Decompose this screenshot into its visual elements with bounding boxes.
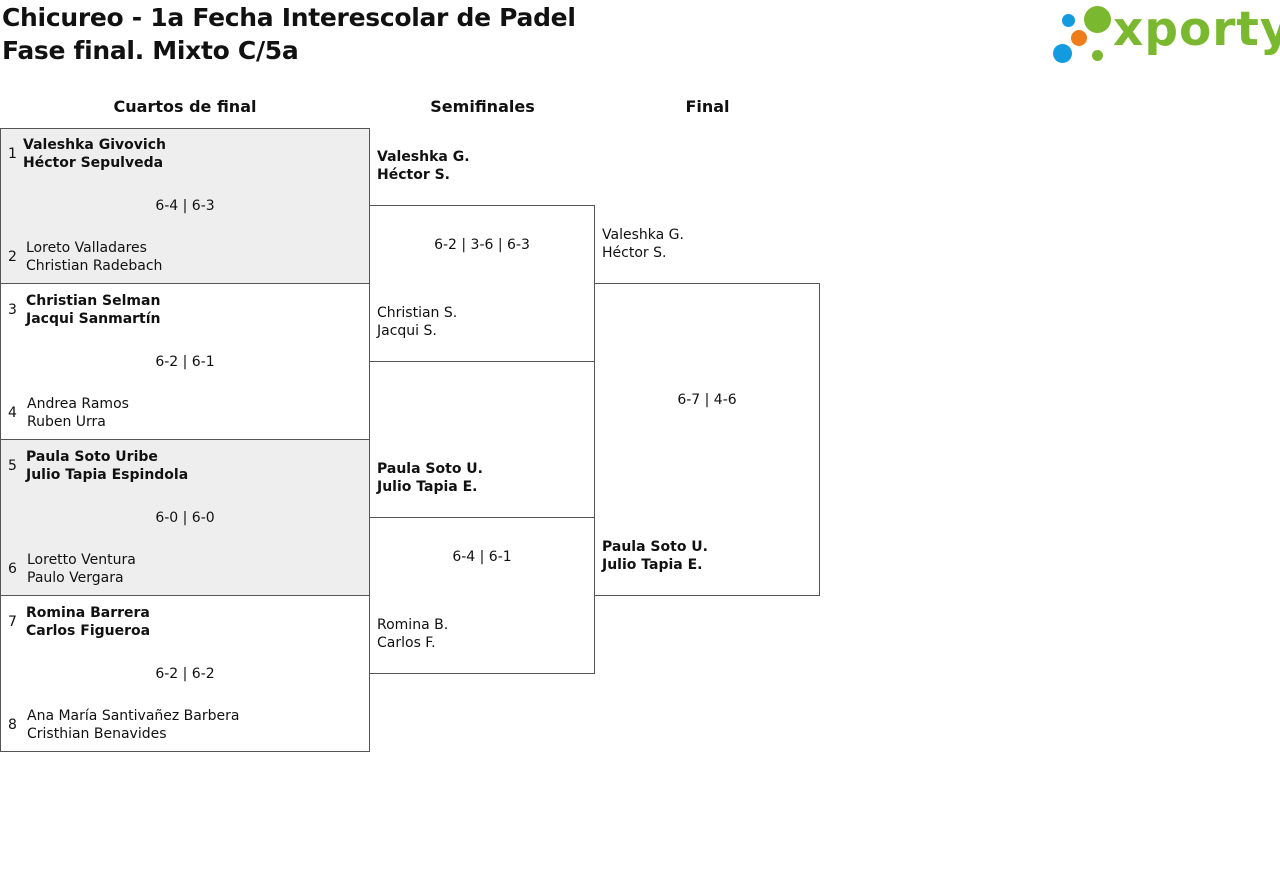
logo-wordmark: xporty (1113, 2, 1280, 57)
seed-number: 4 (8, 405, 17, 421)
player-name: Paula Soto U. (602, 539, 708, 555)
player-name: Julio Tapia E. (377, 479, 478, 495)
player-name: Héctor Sepulveda (23, 155, 164, 171)
semifinal-2-team-bottom[interactable]: Romina B. Carlos F. (377, 616, 448, 652)
team-bottom[interactable]: Loreto Valladares Christian Radebach (26, 239, 162, 275)
player-name: Ana María Santivañez Barbera (27, 708, 240, 724)
match-score: 6-7 | 4-6 (677, 392, 737, 408)
final-team-bottom[interactable]: Paula Soto U. Julio Tapia E. (602, 538, 708, 574)
match-score: 6-2 | 3-6 | 6-3 (434, 237, 530, 253)
seed-number: 3 (8, 302, 17, 318)
player-name: Valeshka G. (377, 149, 470, 165)
player-name: Jacqui Sanmartín (26, 311, 161, 327)
logo-dot-blue-large-icon (1053, 44, 1072, 63)
quarterfinal-match-2[interactable]: 3 Christian Selman Jacqui Sanmartín 6-2 … (0, 283, 370, 440)
player-name: Héctor S. (377, 167, 451, 183)
player-name: Paulo Vergara (27, 570, 124, 586)
seed-number: 1 (8, 146, 17, 162)
player-name: Loreto Valladares (26, 240, 147, 256)
logo-dot-orange-icon (1071, 30, 1087, 46)
player-name: Christian S. (377, 305, 458, 321)
player-name: Carlos F. (377, 635, 436, 651)
semifinal-match-1[interactable]: 6-2 | 3-6 | 6-3 Christian S. Jacqui S. (369, 205, 595, 362)
player-name: Andrea Ramos (27, 396, 129, 412)
xporty-logo[interactable]: xporty (1052, 2, 1280, 68)
seed-number: 8 (8, 717, 17, 733)
player-name: Christian Selman (26, 293, 161, 309)
seed-number: 5 (8, 458, 17, 474)
logo-dot-blue-small-icon (1062, 14, 1075, 27)
team-bottom[interactable]: Loretto Ventura Paulo Vergara (27, 551, 136, 587)
match-score: 6-4 | 6-3 (155, 198, 215, 214)
player-name: Romina Barrera (26, 605, 150, 621)
player-name: Romina B. (377, 617, 449, 633)
semifinal-match-2[interactable]: 6-4 | 6-1 Romina B. Carlos F. (369, 517, 595, 674)
quarterfinal-match-1[interactable]: 1 Valeshka Givovich Héctor Sepulveda 6-4… (0, 128, 370, 284)
logo-dot-green-small-icon (1092, 50, 1103, 61)
player-name: Ruben Urra (27, 414, 106, 430)
quarterfinal-match-3[interactable]: 5 Paula Soto Uribe Julio Tapia Espindola… (0, 439, 370, 596)
team-top[interactable]: Christian Selman Jacqui Sanmartín (26, 292, 161, 328)
player-name: Loretto Ventura (27, 552, 136, 568)
player-name: Jacqui S. (377, 323, 437, 339)
seed-number: 7 (8, 614, 17, 630)
round-header-semifinals: Semifinales (430, 97, 535, 116)
player-name: Paula Soto U. (377, 461, 483, 477)
match-score: 6-2 | 6-2 (155, 666, 215, 682)
team-top[interactable]: Paula Soto Uribe Julio Tapia Espindola (26, 448, 188, 484)
final-team-top[interactable]: Valeshka G. Héctor S. (602, 226, 684, 262)
seed-number: 6 (8, 561, 17, 577)
logo-dot-green-icon (1084, 6, 1111, 33)
round-header-final: Final (685, 97, 730, 116)
team-bottom[interactable]: Andrea Ramos Ruben Urra (27, 395, 129, 431)
player-name: Carlos Figueroa (26, 623, 151, 639)
player-name: Valeshka G. (602, 227, 684, 243)
match-score: 6-2 | 6-1 (155, 354, 215, 370)
page-title: Chicureo - 1a Fecha Interescolar de Pade… (2, 3, 576, 32)
round-header-quarterfinals: Cuartos de final (113, 97, 257, 116)
quarterfinal-match-4[interactable]: 7 Romina Barrera Carlos Figueroa 6-2 | 6… (0, 595, 370, 752)
team-top[interactable]: Romina Barrera Carlos Figueroa (26, 604, 150, 640)
player-name: Paula Soto Uribe (26, 449, 158, 465)
semifinal-1-team-top[interactable]: Valeshka G. Héctor S. (377, 148, 470, 184)
player-name: Héctor S. (602, 245, 667, 261)
team-bottom[interactable]: Ana María Santivañez Barbera Cristhian B… (27, 707, 239, 743)
player-name: Christian Radebach (26, 258, 163, 274)
player-name: Valeshka Givovich (23, 137, 166, 153)
semifinal-2-team-top[interactable]: Paula Soto U. Julio Tapia E. (377, 460, 483, 496)
final-match[interactable]: 6-7 | 4-6 Paula Soto U. Julio Tapia E. (594, 283, 820, 596)
seed-number: 2 (8, 249, 17, 265)
match-score: 6-0 | 6-0 (155, 510, 215, 526)
player-name: Julio Tapia E. (602, 557, 703, 573)
team-top[interactable]: Valeshka Givovich Héctor Sepulveda (23, 136, 166, 172)
semifinal-1-team-bottom[interactable]: Christian S. Jacqui S. (377, 304, 457, 340)
player-name: Cristhian Benavides (27, 726, 167, 742)
page-subtitle: Fase final. Mixto C/5a (2, 36, 299, 65)
player-name: Julio Tapia Espindola (26, 467, 189, 483)
match-score: 6-4 | 6-1 (452, 549, 512, 565)
